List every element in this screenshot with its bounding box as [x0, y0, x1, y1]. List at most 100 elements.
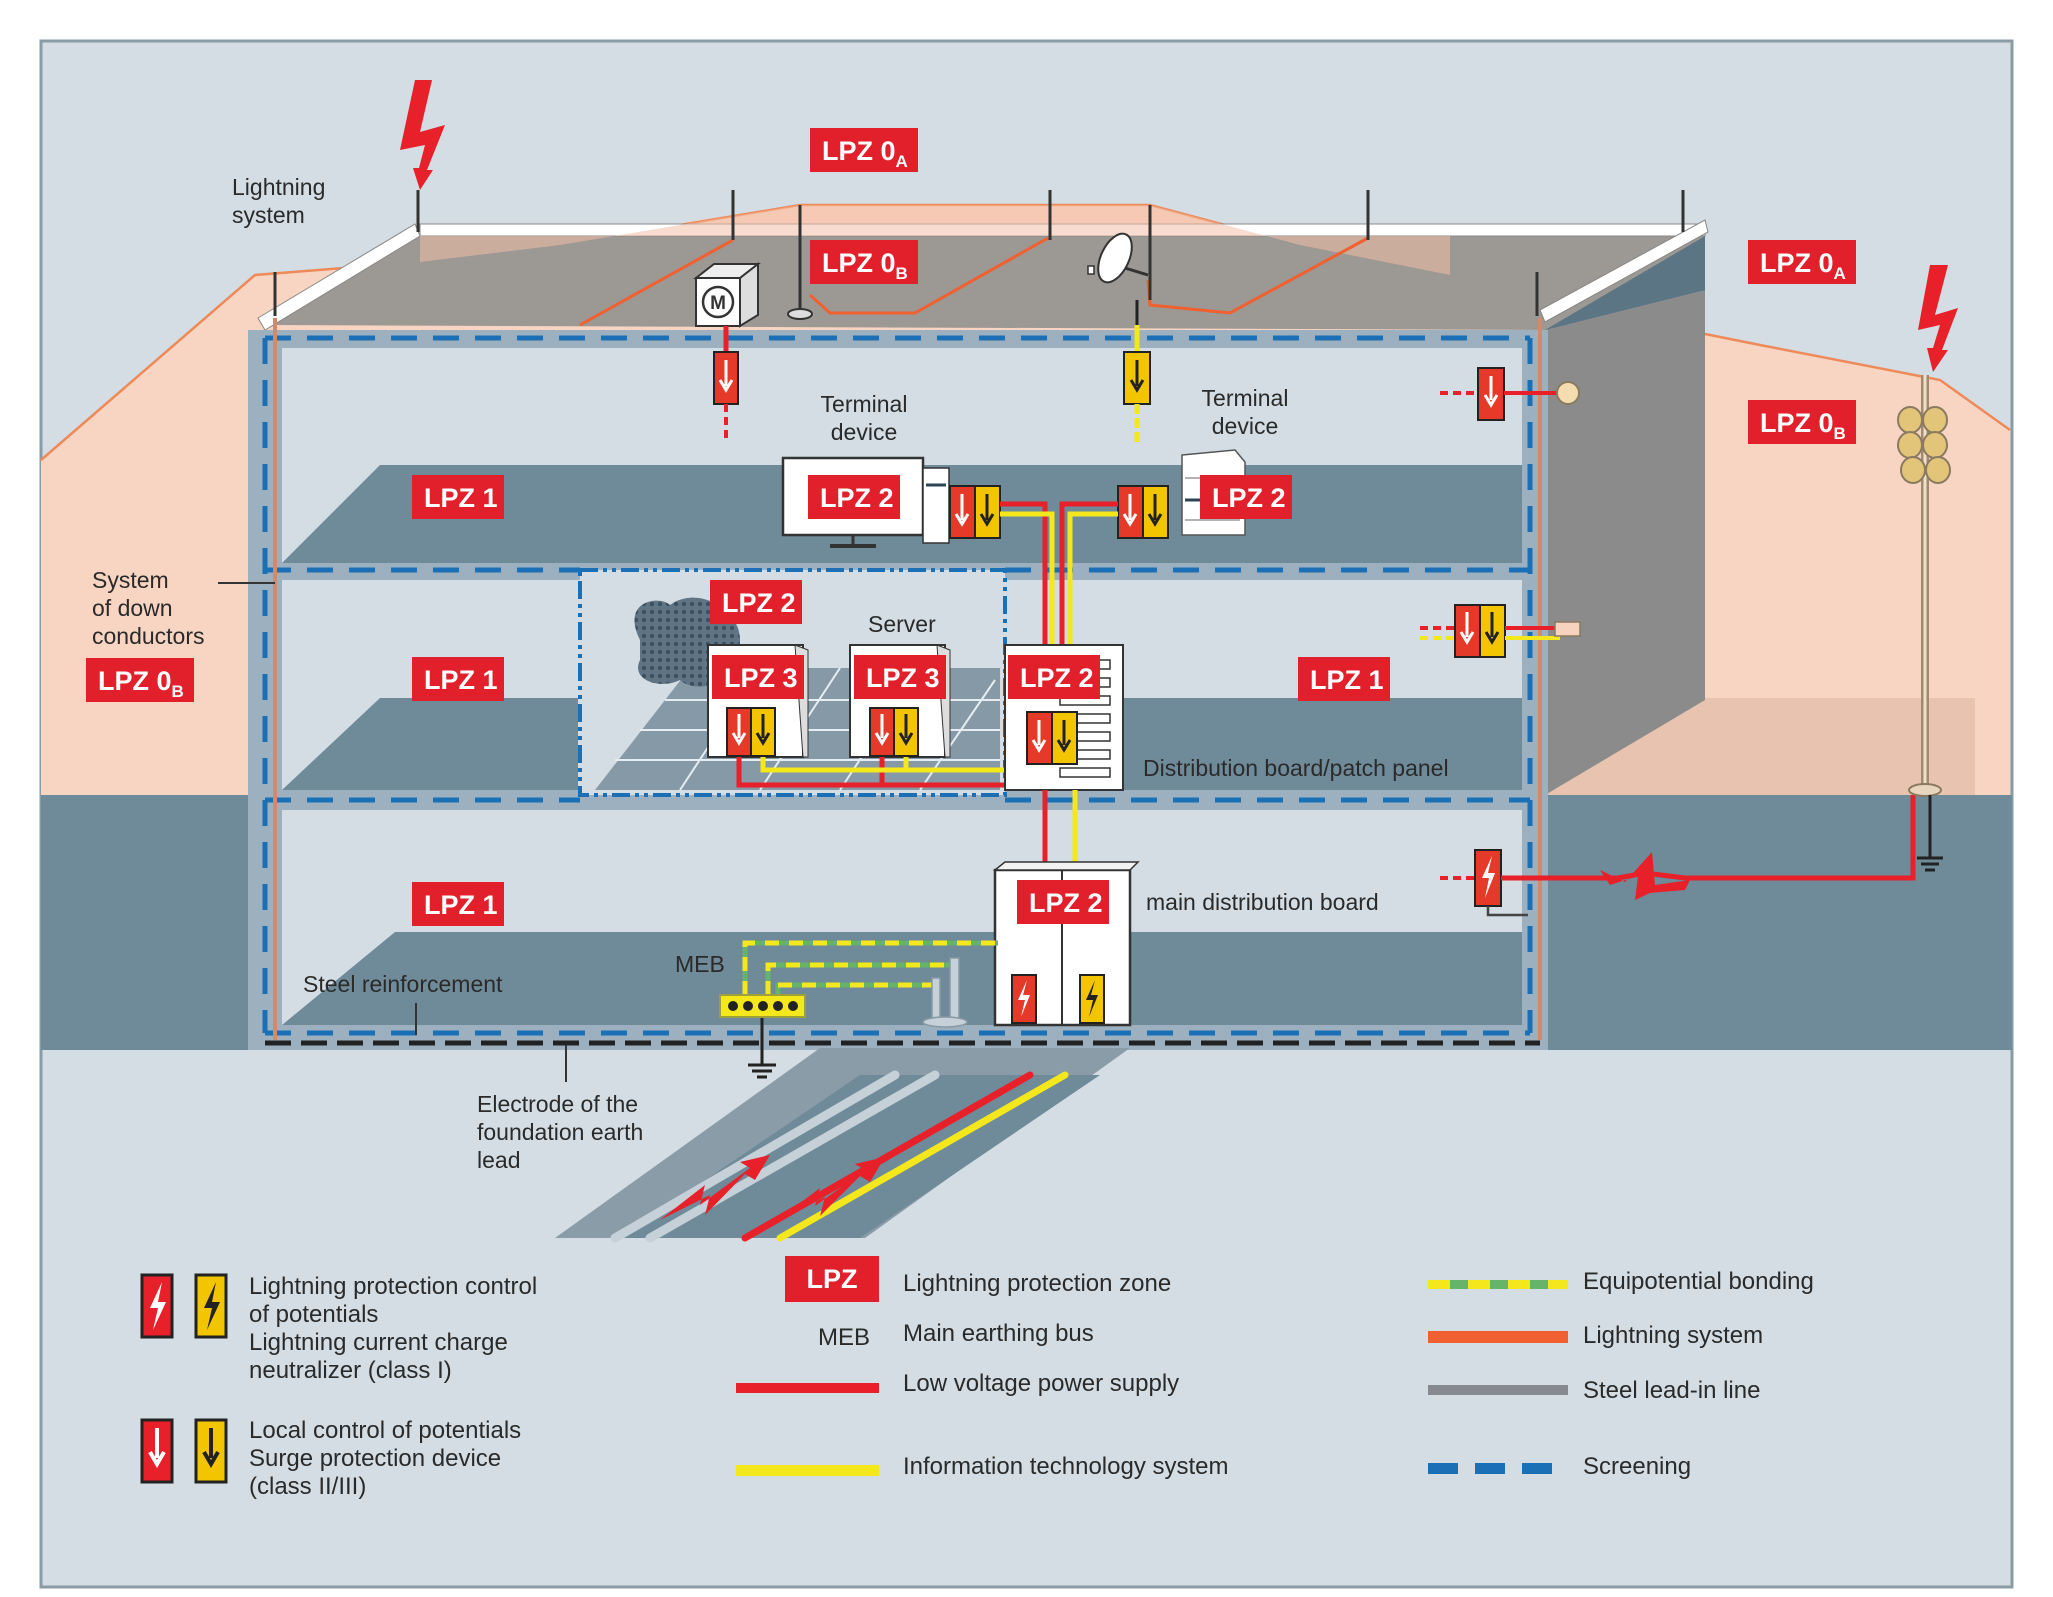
- legend-meb-swatch-text: MEB: [818, 1324, 870, 1351]
- spd-pair-monitor: [949, 485, 1001, 539]
- lpz-badge-text: LPZ 1: [424, 483, 498, 513]
- lpz-badge-text: LPZ 3: [866, 663, 940, 693]
- legend-lightning-label: Lightning system: [1583, 1322, 1763, 1349]
- surge-arrow-icon: [202, 1428, 220, 1468]
- right-ground-floor: [1545, 698, 1975, 795]
- legend-screening-swatch: [1428, 1463, 1552, 1474]
- lpz-badge-text: LPZ 2: [1020, 663, 1094, 693]
- lpz-badge-text: LPZ 0A: [822, 136, 908, 171]
- roof-zone-overlay: [420, 205, 1450, 275]
- surge-bolt-pipes-icon: [660, 1155, 770, 1220]
- spd-antenna: [1123, 351, 1151, 405]
- spd-pair-wall-entry: [1454, 604, 1506, 658]
- legend-power-swatch: [736, 1383, 879, 1393]
- steel-pipe-1: [610, 1070, 900, 1243]
- terminal-device-monitor: [781, 456, 950, 548]
- lpz-badge-lpz-3-server2: LPZ 3: [854, 655, 946, 699]
- rooftop-motor-unit: M: [693, 261, 761, 328]
- floor-surface-1-right: [1005, 698, 1522, 790]
- lightning-strike-pole-icon: [1918, 265, 1958, 372]
- lightning-arrester-service-entry: [1474, 849, 1502, 907]
- legend-screening-label: Screening: [1583, 1453, 1691, 1480]
- server-cabling: [736, 757, 1010, 788]
- lpz-badge-bg: [810, 128, 918, 172]
- surge-arrow-icon: [1459, 612, 1475, 645]
- lpz-badge-text: LPZ 2: [722, 588, 796, 618]
- equipotential-bonding-lines: [742, 940, 998, 995]
- lpz-badge-lpz-2-printer: LPZ 2: [1200, 475, 1292, 519]
- wall-duct: [1554, 621, 1581, 637]
- lpz-badge-bg: [808, 475, 900, 519]
- label-main-distribution-board: main distribution board: [1146, 889, 1379, 915]
- legend-steel-label: Steel lead-in line: [1583, 1377, 1760, 1404]
- surge-arrow-icon: [1483, 376, 1499, 408]
- surge-arrow-icon: [1129, 360, 1145, 393]
- surge-arrow-icon: [1147, 494, 1163, 527]
- legend-lpz-swatch-text: LPZ: [807, 1264, 858, 1294]
- lightning-strike-roof-icon: [400, 80, 445, 190]
- lpz-badge-lpz-0b-right: LPZ 0B: [1748, 400, 1856, 444]
- legend-surge-arrow-icons: [140, 1418, 228, 1484]
- lpz-badge-bg: [712, 655, 804, 699]
- lpz-badge-bg: [86, 658, 194, 702]
- spd-motor: [713, 351, 739, 405]
- label-meb: MEB: [675, 951, 725, 977]
- legend-it-swatch: [736, 1465, 879, 1476]
- legend-lightning-arrester-icons: [140, 1273, 228, 1339]
- lpz-badge-bg: [1017, 880, 1109, 924]
- legend-it-label: Information technology system: [903, 1453, 1229, 1480]
- roof-surface: [265, 236, 1705, 330]
- motor-icon: [701, 285, 735, 319]
- lpz-badge-bg: [412, 475, 504, 519]
- overhead-power-cable: [1501, 795, 1916, 881]
- lpz-badge-text: LPZ 0B: [822, 248, 908, 283]
- floor2-cabling: [1000, 501, 1118, 650]
- lpz-badge-lpz-2-monitor: LPZ 2: [808, 475, 900, 519]
- lpz-badge-text: LPZ 2: [820, 483, 894, 513]
- surge-bolt-cables-icon: [775, 1157, 885, 1222]
- lpz-badge-lpz-1-floor2: LPZ 1: [412, 475, 504, 519]
- lpz-badge-text: LPZ 1: [1310, 665, 1384, 695]
- service-pipes: [922, 957, 968, 1028]
- legend-text-class-i: Lightning protection control of potentia…: [249, 1273, 544, 1384]
- lpz-badge-lpz-3-server1: LPZ 3: [712, 655, 804, 699]
- lpz-badge-text: LPZ 1: [424, 665, 498, 695]
- air-termination-rods: [273, 190, 1685, 316]
- lightning-arrester-icon: [204, 1282, 220, 1330]
- main-earthing-bus: [719, 994, 806, 1018]
- lpz-badge-bg: [1008, 655, 1100, 699]
- cable-trench-inner: [620, 1075, 1100, 1238]
- screening-lines: [262, 335, 1533, 1036]
- satellite-dish-icon: [1087, 232, 1149, 284]
- label-distribution-board: Distribution board/patch panel: [1143, 755, 1449, 781]
- lpz-badge-text: LPZ 0A: [1760, 248, 1846, 283]
- legend: Lightning protection control of potentia…: [140, 1256, 1814, 1500]
- surge-arrow-icon: [898, 714, 914, 746]
- wall-socket: [1556, 381, 1580, 405]
- pole-base: [1908, 783, 1942, 797]
- earth-ground-icon-meb: [748, 1015, 776, 1079]
- legend-power-label: Low voltage power supply: [903, 1370, 1179, 1397]
- lpz-badge-bg: [1200, 475, 1292, 519]
- legend-lpz-swatch: [785, 1256, 879, 1302]
- motor-symbol: M: [710, 293, 726, 314]
- spd-wall-entry-top: [1477, 367, 1505, 421]
- spd-pair-printer: [1117, 485, 1169, 539]
- legend-bonding-swatch-dashes: [1450, 1280, 1548, 1289]
- pole-insulators: [1897, 406, 1951, 484]
- legend-bonding-label: Equipotential bonding: [1583, 1268, 1814, 1295]
- lightning-arrester-icon: [1482, 856, 1495, 898]
- legend-lpz-label: Lightning protection zone: [903, 1270, 1171, 1297]
- lightning-arrester-icon: [1018, 980, 1030, 1017]
- legend-lightning-swatch: [1428, 1331, 1568, 1343]
- service-entry-earth: [1486, 906, 1528, 917]
- lpz-badge-text: LPZ 0B: [1760, 408, 1846, 443]
- earth-ground-icon-pole: [1917, 795, 1943, 872]
- surge-arrow-icon: [731, 714, 747, 746]
- lpz-badge-lpz-2-mdb: LPZ 2: [1017, 880, 1109, 924]
